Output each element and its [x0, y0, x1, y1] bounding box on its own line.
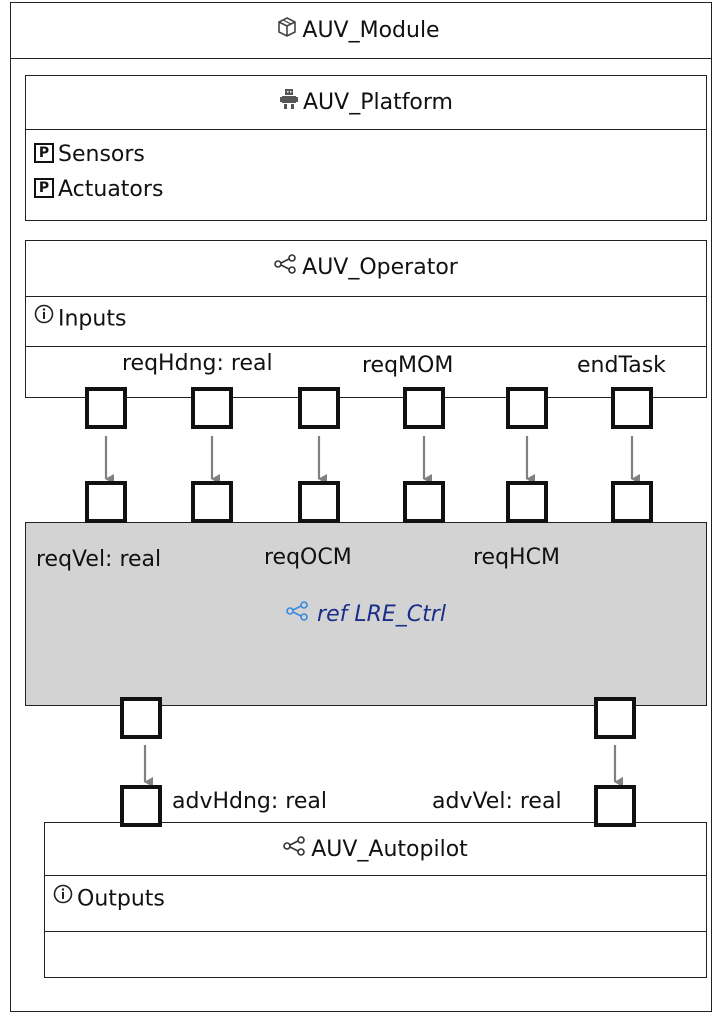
share-nodes-icon	[283, 836, 307, 864]
port-operator-endTask[interactable]	[611, 387, 653, 429]
module-header-divider	[10, 58, 712, 59]
port-label-advHdng: advHdng: real	[172, 789, 327, 814]
port-operator-reqHdng[interactable]	[191, 387, 233, 429]
share-nodes-icon	[274, 254, 298, 282]
port-ctrl-reqVel[interactable]	[85, 481, 127, 523]
inputs-section: Inputs	[34, 304, 127, 333]
port-autopilot-advHdng[interactable]	[120, 785, 162, 827]
platform-divider	[26, 129, 706, 130]
share-nodes-icon	[286, 601, 317, 627]
port-ctrl-2[interactable]	[191, 481, 233, 523]
platform-header: AUV_Platform	[26, 88, 706, 118]
port-ctrl-out-left[interactable]	[120, 697, 162, 739]
port-label-advVel: advVel: real	[432, 789, 562, 814]
outputs-section: Outputs	[53, 884, 165, 913]
controller-title: ref LRE_Ctrl	[317, 602, 446, 627]
port-ctrl-reqOCM[interactable]	[298, 481, 340, 523]
port-autopilot-advVel[interactable]	[594, 785, 636, 827]
port-ctrl-out-right[interactable]	[594, 697, 636, 739]
module-header: AUV_Module	[0, 16, 716, 46]
autopilot-divider-1	[45, 875, 706, 876]
part-badge: P	[34, 178, 54, 198]
controller-header: ref LRE_Ctrl	[26, 601, 706, 627]
autopilot-title: AUV_Autopilot	[311, 837, 468, 862]
port-label-reqVel: reqVel: real	[36, 547, 162, 572]
module-title: AUV_Module	[302, 18, 440, 43]
outputs-label: Outputs	[77, 886, 165, 912]
platform-title: AUV_Platform	[303, 90, 453, 115]
port-operator-5[interactable]	[506, 387, 548, 429]
port-label-reqOCM: reqOCM	[264, 545, 352, 570]
autopilot-divider-2	[45, 931, 706, 932]
controller-block[interactable]: reqVel: real reqOCM reqHCM ref LRE_Ctrl	[25, 522, 707, 706]
port-operator-1[interactable]	[85, 387, 127, 429]
operator-title: AUV_Operator	[302, 255, 458, 280]
part-label: Actuators	[58, 177, 164, 202]
port-label-endTask: endTask	[577, 353, 666, 378]
inputs-label: Inputs	[58, 306, 127, 332]
operator-header: AUV_Operator	[26, 254, 706, 282]
port-operator-3[interactable]	[298, 387, 340, 429]
autopilot-block[interactable]: AUV_Autopilot Outputs	[44, 822, 707, 978]
port-label-reqHdng: reqHdng: real	[122, 351, 273, 376]
port-ctrl-4[interactable]	[403, 481, 445, 523]
port-label-reqMOM: reqMOM	[362, 353, 454, 378]
package-cube-icon	[276, 16, 298, 46]
operator-divider-2	[26, 346, 706, 347]
autopilot-header: AUV_Autopilot	[45, 836, 706, 864]
robot-icon	[279, 88, 299, 118]
info-icon	[53, 884, 73, 911]
operator-block[interactable]: AUV_Operator Inputs	[25, 240, 707, 398]
port-ctrl-6[interactable]	[611, 481, 653, 523]
part-label: Sensors	[58, 142, 145, 167]
info-icon	[34, 304, 54, 331]
port-label-reqHCM: reqHCM	[473, 545, 560, 570]
part-badge: P	[34, 143, 54, 163]
port-operator-reqMOM[interactable]	[403, 387, 445, 429]
port-ctrl-reqHCM[interactable]	[506, 481, 548, 523]
operator-divider-1	[26, 296, 706, 297]
